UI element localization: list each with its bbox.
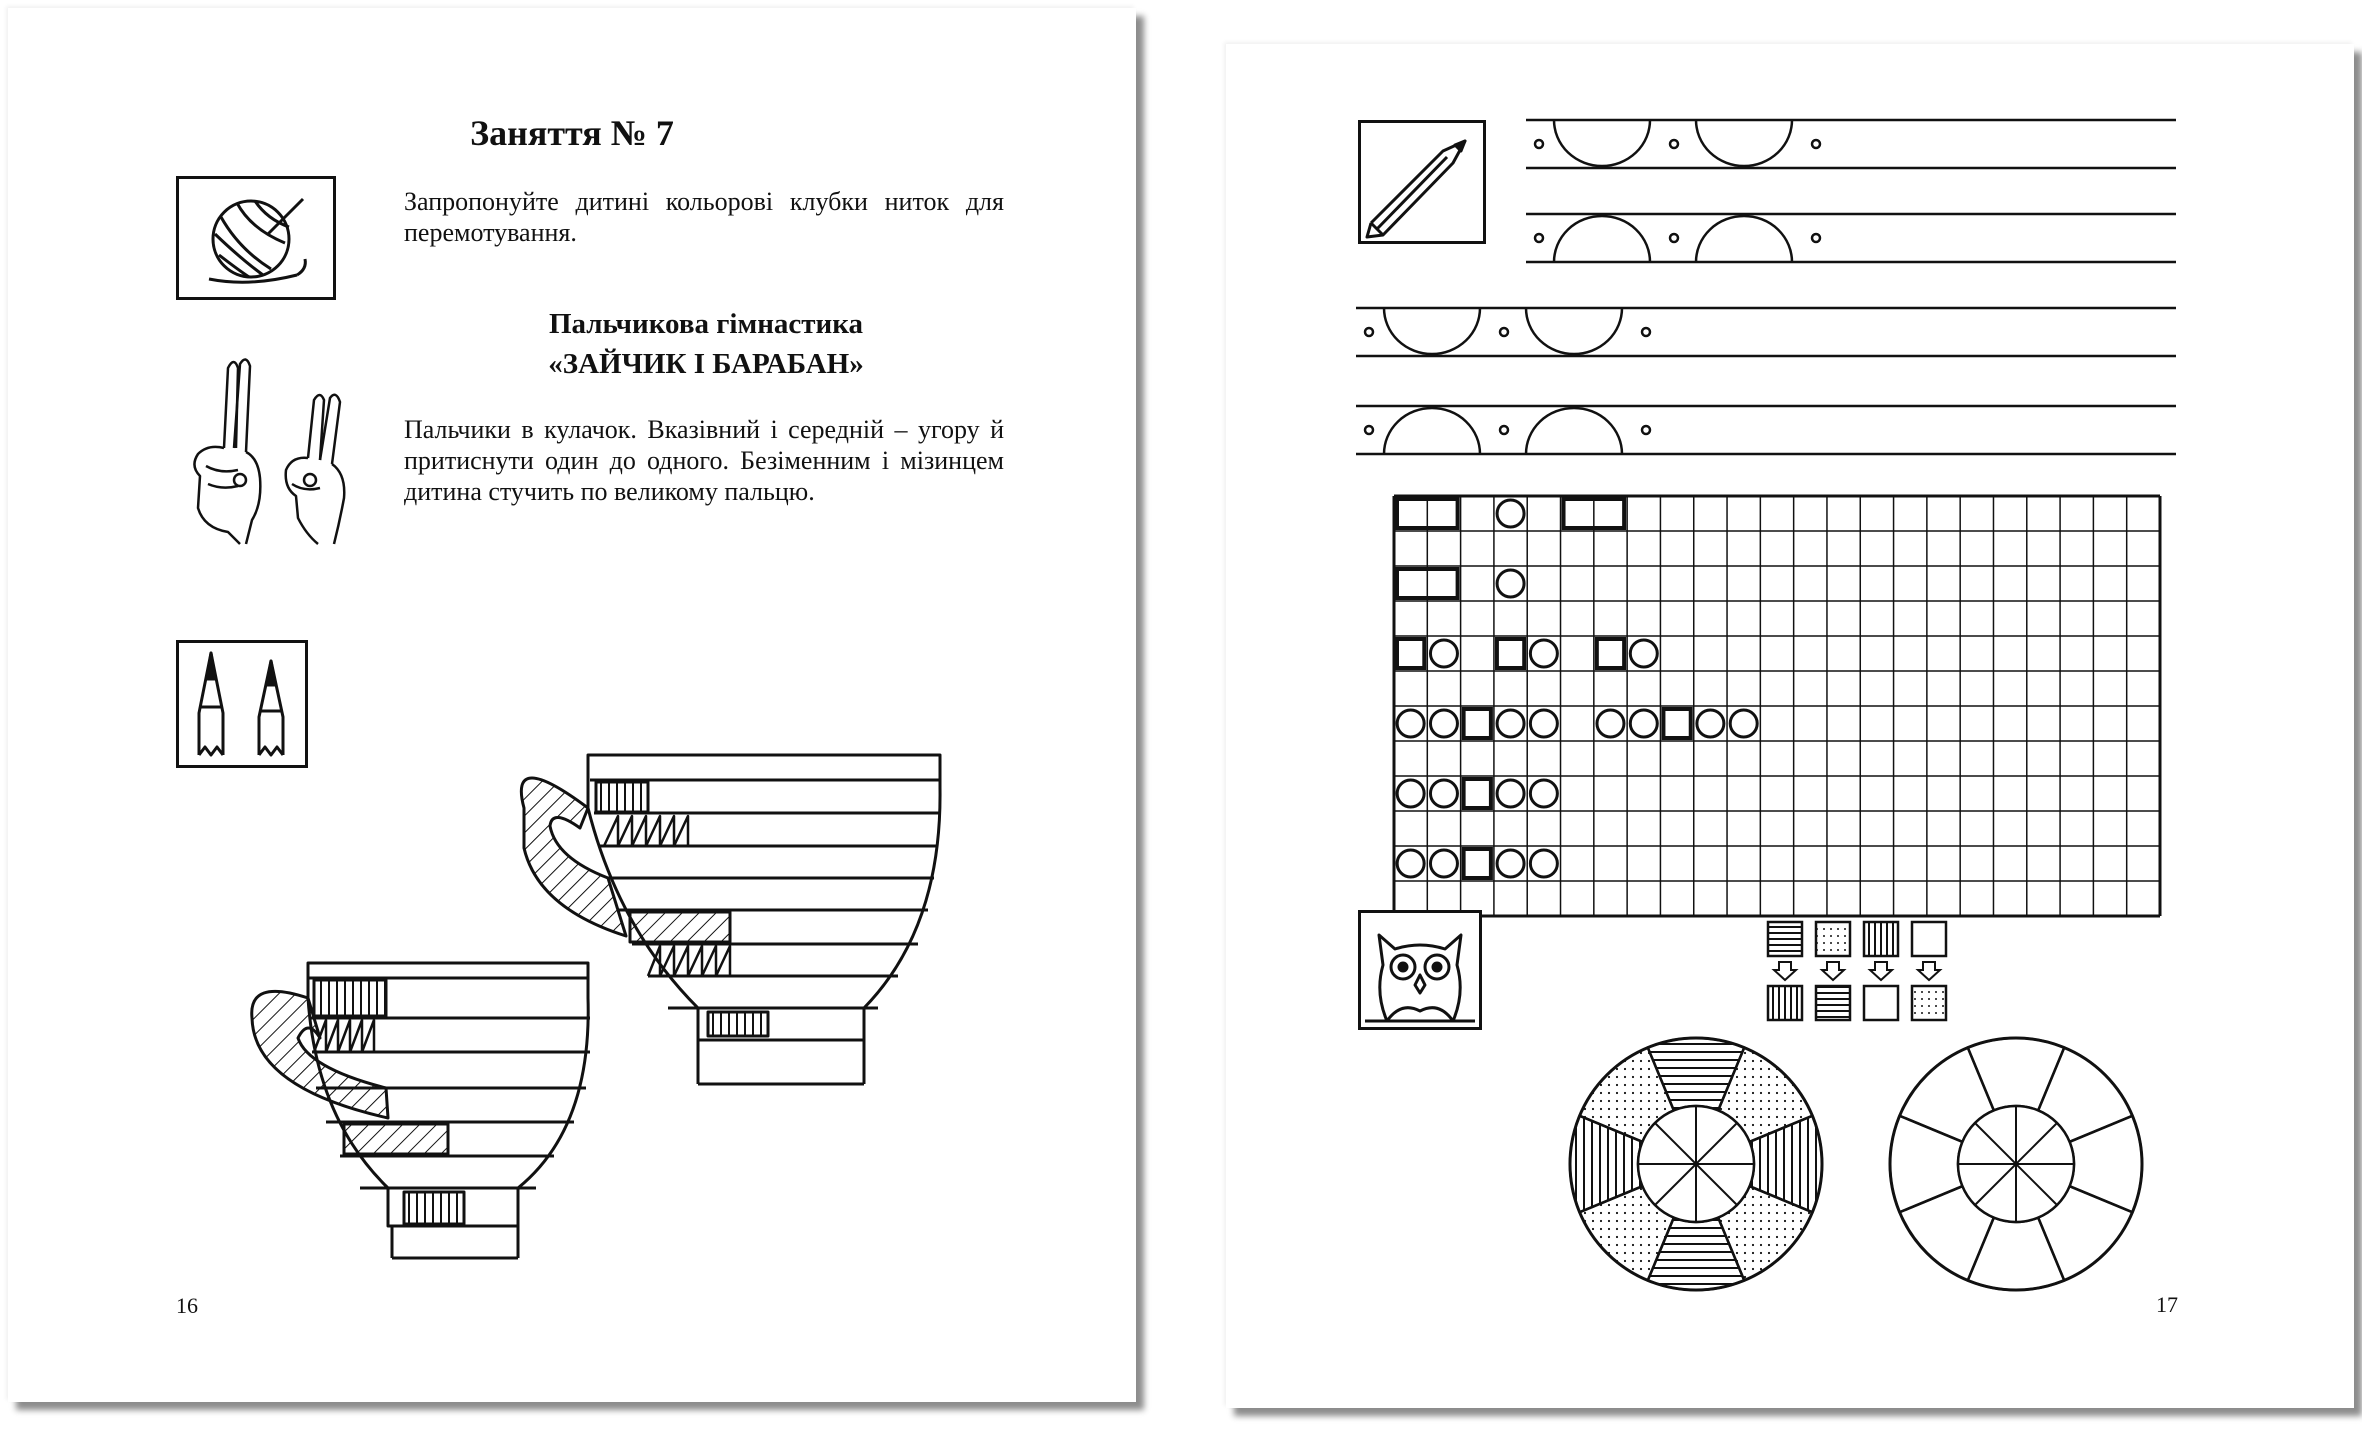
right-page: 17 — [1226, 44, 2354, 1408]
grid-square-shape — [1561, 497, 1627, 530]
grid-circle-shape — [1428, 638, 1459, 669]
hands-bunny-gesture-icon — [193, 358, 346, 545]
two-pencils-icon — [176, 640, 308, 768]
grid-circle-shape — [1628, 638, 1659, 669]
grid-circle-shape — [1428, 708, 1459, 739]
grid-circle-shape — [1395, 848, 1426, 879]
grid-square-shape — [1461, 777, 1493, 810]
tracing-lines — [1356, 118, 2176, 456]
intro-text: Запропонуйте дитині кольорові клубки нит… — [404, 187, 1004, 247]
grid-square-shape — [1461, 707, 1493, 740]
gymnastics-heading: Пальчикова гімнастика — [548, 308, 864, 340]
sector-circles — [1568, 1036, 2144, 1292]
grid-circle-shape — [1528, 848, 1559, 879]
grid-circle-shape — [1695, 708, 1726, 739]
grid-circle-shape — [1495, 778, 1526, 809]
grid-square-shape — [1661, 707, 1693, 740]
grid-circle-shape — [1528, 638, 1559, 669]
grid-circle-shape — [1428, 848, 1459, 879]
grid-circle-shape — [1495, 498, 1526, 529]
grid-square-shape — [1395, 637, 1427, 670]
grid-circle-shape — [1495, 708, 1526, 739]
grid-square-shape — [1395, 567, 1460, 600]
grid-square-shape — [1594, 637, 1627, 670]
pattern-legend — [1766, 920, 1948, 1022]
circle-sector — [1966, 1215, 2066, 1292]
circle-sector — [2067, 1114, 2144, 1214]
grid-circle-shape — [1528, 778, 1559, 809]
grid-square-shape — [1395, 497, 1460, 530]
outer-circle — [1568, 1036, 1824, 1292]
grid-circle-shape — [1595, 708, 1626, 739]
grid-circle-shape — [1628, 708, 1659, 739]
grid-circle-shape — [1395, 778, 1426, 809]
left-page: Заняття № 7 Запропонуйте дитині кольоров… — [8, 8, 1136, 1402]
page-number: 16 — [176, 1293, 198, 1318]
page-number: 17 — [2156, 1292, 2178, 1317]
circle-sector — [1966, 1036, 2066, 1113]
grid-circle-shape — [1528, 708, 1559, 739]
grid-circle-shape — [1495, 848, 1526, 879]
grid-square-shape — [1494, 637, 1527, 670]
striped-cups-illustration — [250, 753, 942, 1260]
owl-icon — [1358, 910, 1482, 1030]
grid-circle-shape — [1495, 568, 1526, 599]
grid-square-shape — [1461, 847, 1493, 880]
pattern-grid — [1392, 494, 2162, 918]
inner-divider — [1974, 1122, 2058, 1206]
yarn-ball-icon — [176, 176, 336, 300]
grid-circle-shape — [1395, 708, 1426, 739]
lesson-title: Заняття № 7 — [470, 113, 674, 153]
outer-circle — [1888, 1036, 2144, 1292]
gymnastics-text: Пальчики в кулачок. Вказівний і середній… — [404, 415, 1004, 506]
grid-circle-shape — [1428, 778, 1459, 809]
gymnastics-name: «ЗАЙЧИК І БАРАБАН» — [548, 348, 864, 380]
pencil-icon — [1358, 120, 1486, 244]
inner-divider — [1654, 1122, 1738, 1206]
grid-circle-shape — [1728, 708, 1759, 739]
circle-sector — [1888, 1114, 1965, 1214]
